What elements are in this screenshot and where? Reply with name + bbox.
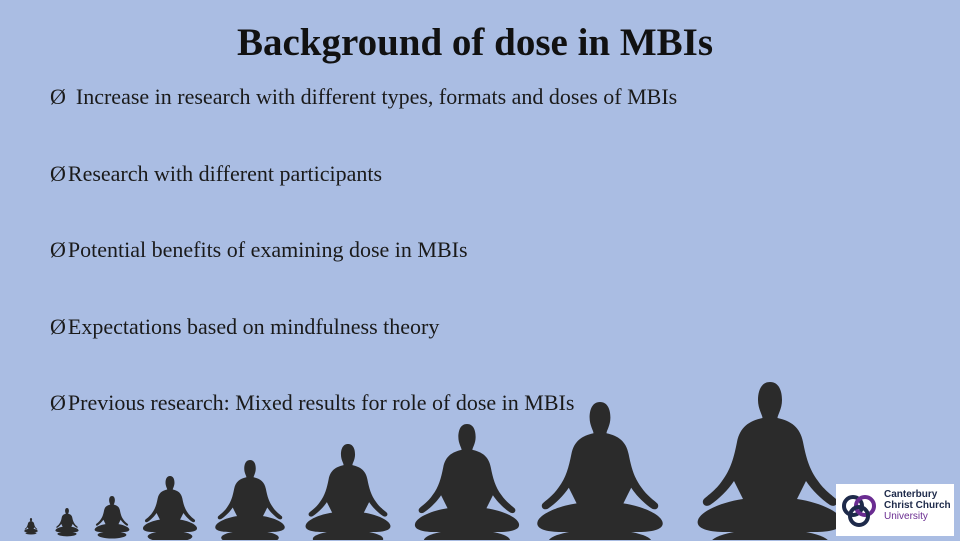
bullet-text: Research with different participants bbox=[67, 160, 383, 186]
logo-line1: Canterbury bbox=[884, 489, 938, 500]
arrow-bullet-icon: Ø bbox=[50, 84, 66, 109]
meditating-figure-icon bbox=[537, 402, 663, 540]
bullet-item: ØResearch with different participants bbox=[50, 155, 870, 232]
bullet-text: Potential benefits of examining dose in … bbox=[67, 237, 468, 262]
bullet-text: Previous research: Mixed results for rol… bbox=[67, 390, 575, 415]
arrow-bullet-icon: Ø bbox=[50, 160, 66, 186]
bullet-item: ØPotential benefits of examining dose in… bbox=[50, 231, 870, 308]
bullet-list: Ø Increase in research with different typ… bbox=[50, 78, 870, 461]
arrow-bullet-icon: Ø bbox=[50, 390, 66, 415]
bullet-text: Expectations based on mindfulness theory bbox=[67, 313, 440, 339]
meditating-figure-icon bbox=[215, 460, 285, 540]
meditating-figure-icon bbox=[94, 496, 130, 539]
bullet-item: ØPrevious research: Mixed results for ro… bbox=[50, 384, 870, 461]
arrow-bullet-icon: Ø bbox=[50, 237, 66, 262]
meditating-figure-icon bbox=[414, 424, 520, 540]
university-logo-icon bbox=[842, 495, 876, 527]
meditating-figure-icon bbox=[24, 518, 38, 535]
slide-title: Background of dose in MBIs bbox=[236, 21, 714, 64]
meditating-figure-icon bbox=[142, 476, 198, 540]
bullet-item: ØExpectations based on mindfulness theor… bbox=[50, 308, 870, 385]
university-logo: Canterbury Christ Church University bbox=[836, 484, 954, 536]
bullet-item: Ø Increase in research with different typ… bbox=[50, 78, 870, 155]
meditating-figure-icon bbox=[55, 508, 79, 537]
meditating-figure-icon bbox=[697, 382, 843, 540]
logo-line2: Christ Church bbox=[884, 500, 951, 511]
bullet-text: Increase in research with different type… bbox=[75, 84, 678, 109]
meditating-figure-icon bbox=[305, 444, 391, 540]
logo-line3: University bbox=[884, 511, 928, 522]
arrow-bullet-icon: Ø bbox=[50, 313, 66, 339]
